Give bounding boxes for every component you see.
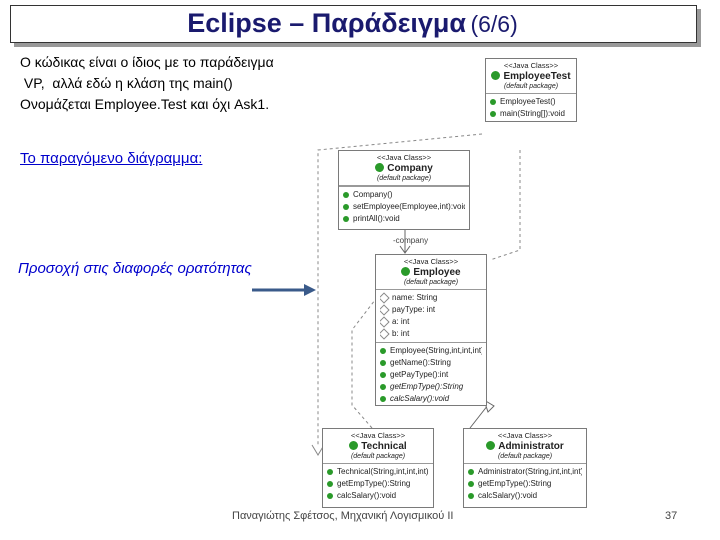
class-icon (491, 71, 501, 80)
method-icon (468, 480, 474, 487)
visibility-note: Προσοχή στις διαφορές ορατότητας (18, 260, 252, 277)
slide-title: Eclipse – Παράδειγμα (6/6) (10, 5, 695, 41)
method: Administrator(String,int,int,int) (478, 467, 582, 476)
method: getPayType():int (390, 370, 449, 379)
method-icon (343, 203, 349, 210)
class-package: (default package) (403, 279, 459, 286)
uml-class-administrator: <<Java Class>> Administrator (default pa… (463, 428, 587, 508)
class-stereotype: <<Java Class>> (403, 257, 459, 266)
class-icon (375, 163, 385, 172)
class-package: (default package) (497, 453, 553, 460)
field: a: int (392, 317, 410, 326)
uml-class-company: <<Java Class>> Company (default package)… (338, 150, 470, 230)
inheritance-line (469, 404, 489, 429)
method: Company() (353, 190, 393, 199)
intro-line: Ο κώδικας είναι ο ίδιος με το παράδειγμα (20, 54, 274, 70)
class-package: (default package) (503, 83, 559, 90)
method: setEmployee(Employee,int):void (353, 202, 465, 211)
class-stereotype: <<Java Class>> (497, 431, 553, 440)
class-stereotype: <<Java Class>> (503, 61, 559, 70)
field-icon (380, 316, 390, 328)
page-number: 37 (665, 510, 678, 522)
class-package: (default package) (376, 175, 432, 182)
dependency-line (317, 133, 483, 445)
method-icon (380, 359, 386, 366)
pointer-arrowhead (304, 284, 316, 296)
class-stereotype: <<Java Class>> (376, 153, 432, 162)
class-icon (349, 441, 359, 450)
method-icon (380, 395, 386, 402)
method: main(String[]):void (500, 109, 565, 118)
class-icon (401, 267, 411, 276)
method: calcSalary():void (390, 394, 450, 403)
association-label: -company (393, 236, 429, 245)
uml-class-technical: <<Java Class>> Technical (default packag… (322, 428, 434, 508)
method-icon (327, 468, 333, 475)
field-icon (380, 292, 390, 304)
method-icon (380, 371, 386, 378)
diagram-label: Το παραγόμενο διάγραμμα: (20, 150, 203, 167)
intro-line: VP, αλλά εδώ η κλάση της main() (20, 75, 233, 91)
uml-class-employee: <<Java Class>> Employee (default package… (375, 254, 487, 406)
method: printAll():void (353, 214, 400, 223)
method-icon (327, 480, 333, 487)
method-icon (327, 492, 333, 499)
method-icon (343, 191, 349, 198)
class-name: Company (387, 163, 433, 174)
method: Employee(String,int,int,int) (390, 346, 482, 355)
method-icon (343, 215, 349, 222)
field: payType: int (392, 305, 436, 314)
field: name: String (392, 293, 438, 302)
method-icon (380, 347, 386, 354)
title-suffix: (6/6) (470, 11, 518, 37)
class-name: Employee (413, 267, 461, 278)
class-name: Administrator (498, 441, 564, 452)
method: getEmpType():String (478, 479, 552, 488)
field-icon (380, 304, 390, 316)
class-name: Technical (361, 441, 407, 452)
field-icon (380, 328, 390, 340)
dependency-line (489, 150, 521, 261)
uml-class-employee-test: <<Java Class>> EmployeeTest (default pac… (485, 58, 577, 122)
method-icon (468, 468, 474, 475)
method-icon (490, 110, 496, 117)
title-main: Eclipse – Παράδειγμα (187, 8, 467, 38)
class-stereotype: <<Java Class>> (350, 431, 406, 440)
inheritance-line (351, 299, 376, 429)
method: calcSalary():void (337, 491, 397, 500)
method: calcSalary():void (478, 491, 538, 500)
title-box (10, 5, 697, 43)
footer: Παναγιώτης Σφέτσος, Μηχανική Λογισμικού … (232, 510, 454, 522)
intro-text: Ο κώδικας είναι ο ίδιος με το παράδειγμα… (20, 52, 340, 115)
class-package: (default package) (350, 453, 406, 460)
method-icon (490, 98, 496, 105)
intro-line: Ονομάζεται Employee.Test και όχι Ask1. (20, 96, 270, 112)
method-icon (380, 383, 386, 390)
method: getName():String (390, 358, 451, 367)
method: getEmpType():String (337, 479, 411, 488)
class-name: EmployeeTest (503, 71, 571, 82)
association-arrowhead (399, 245, 411, 254)
class-icon (486, 441, 496, 450)
method: getEmpType():String (390, 382, 464, 391)
method: EmployeeTest() (500, 97, 556, 106)
field: b: int (392, 329, 410, 338)
method: Technical(String,int,int,int) (337, 467, 429, 476)
method-icon (468, 492, 474, 499)
